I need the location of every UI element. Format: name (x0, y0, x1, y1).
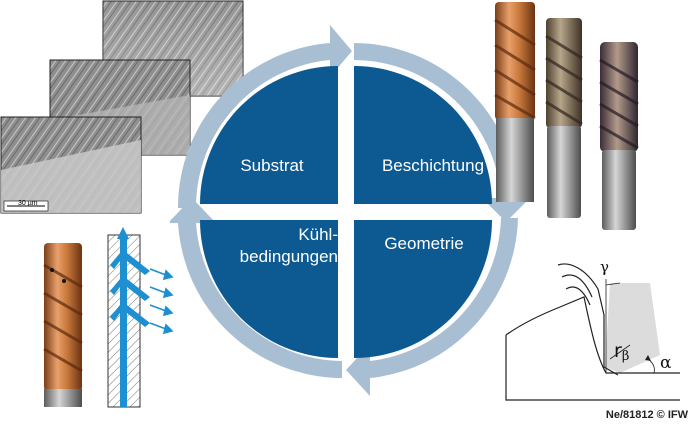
coolant-arrows (149, 268, 174, 335)
end-mill-bronze (545, 18, 583, 218)
end-mill-set (494, 2, 639, 230)
gamma-symbol: γ (600, 258, 609, 276)
coolant-illustration (43, 227, 174, 408)
cycle-arrow-ring (170, 25, 530, 396)
image-credit: Ne/81812 © IFW (605, 409, 688, 421)
label-beschichtung: Beschichtung (381, 156, 485, 175)
end-mill-copper (494, 2, 536, 202)
cycle-diagram (170, 25, 530, 396)
micrograph-front (0, 116, 142, 214)
label-substrat: Substrat (240, 156, 304, 175)
quadrants (200, 66, 492, 358)
scale-bar-label: 30 µm (18, 200, 38, 207)
radius-r: r (614, 340, 622, 362)
end-mill-coated-small (43, 243, 83, 407)
radius-symbol: rβ (614, 340, 629, 364)
quadrant-beschichtung (354, 66, 492, 204)
quadrant-kuehlbedingungen (200, 220, 338, 358)
label-kuehl: Kühl- (298, 225, 338, 244)
label-bedingungen: bedingungen (239, 247, 338, 266)
micrograph-stack (0, 0, 244, 214)
end-mill-cross-section (107, 227, 150, 408)
cutting-edge-sketch (505, 263, 680, 401)
end-mill-violet (599, 42, 639, 230)
alpha-symbol: α (660, 353, 672, 373)
radius-beta: β (621, 349, 630, 364)
quadrant-substrat (200, 66, 338, 204)
label-geometrie: Geometrie (384, 234, 464, 253)
quadrant-geometrie (354, 220, 492, 358)
